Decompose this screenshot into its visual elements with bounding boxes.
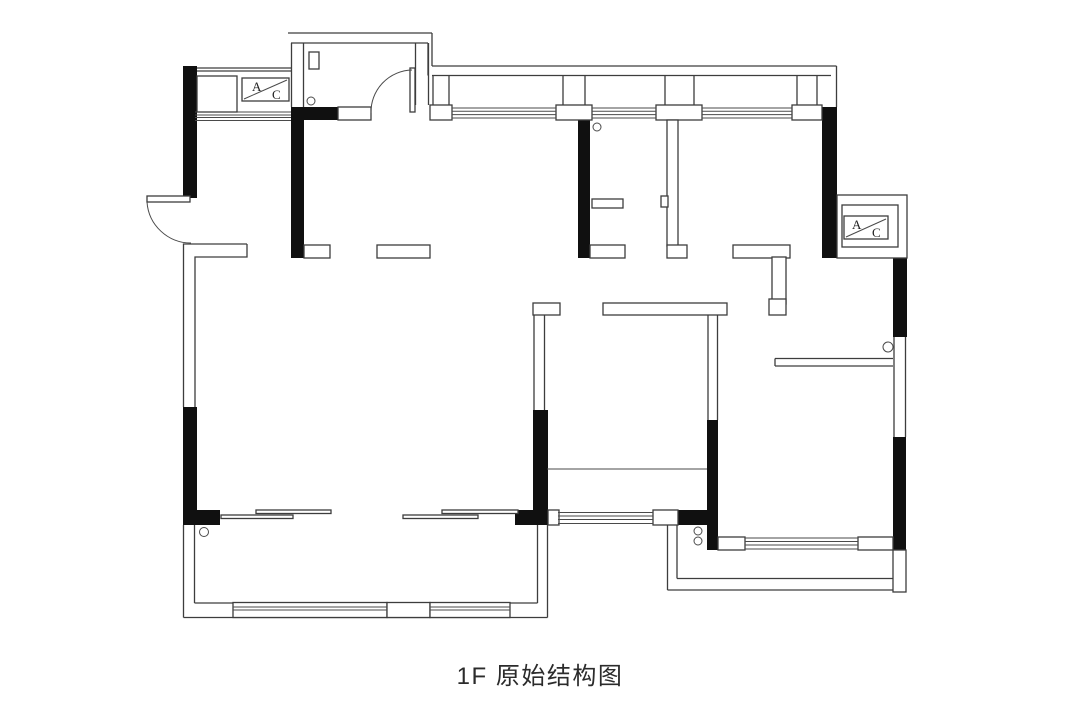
ac-unit-left: A C [196, 75, 290, 113]
windows [195, 107, 894, 619]
ac-unit-right: A C [836, 194, 908, 259]
entry-door-arc [146, 201, 192, 244]
fixtures [199, 51, 894, 546]
ac-label-a: A [852, 217, 862, 232]
entry-door-leaf [146, 195, 191, 203]
plan-caption: 1F 原始结构图 [456, 663, 624, 690]
doors [146, 67, 416, 244]
equipment-pad [196, 75, 238, 113]
load-bearing-walls [183, 66, 907, 550]
sliding-doors [220, 509, 519, 520]
pipe-point [693, 526, 703, 536]
pipe-point [592, 122, 602, 132]
ac-label-a: A [252, 79, 262, 94]
wall-piers [303, 104, 907, 593]
ac-diagonal [243, 79, 288, 100]
pipe-point [693, 536, 703, 546]
ac-diagonal [845, 218, 887, 238]
pipe-point [199, 527, 209, 537]
ac-label-c: C [272, 87, 281, 102]
ac-label-c: C [872, 225, 881, 240]
riser-box [308, 51, 320, 70]
pipe-point [306, 96, 316, 106]
utility-door-arc [370, 69, 413, 114]
utility-door-leaf [409, 67, 416, 113]
pipe-point [882, 341, 894, 353]
